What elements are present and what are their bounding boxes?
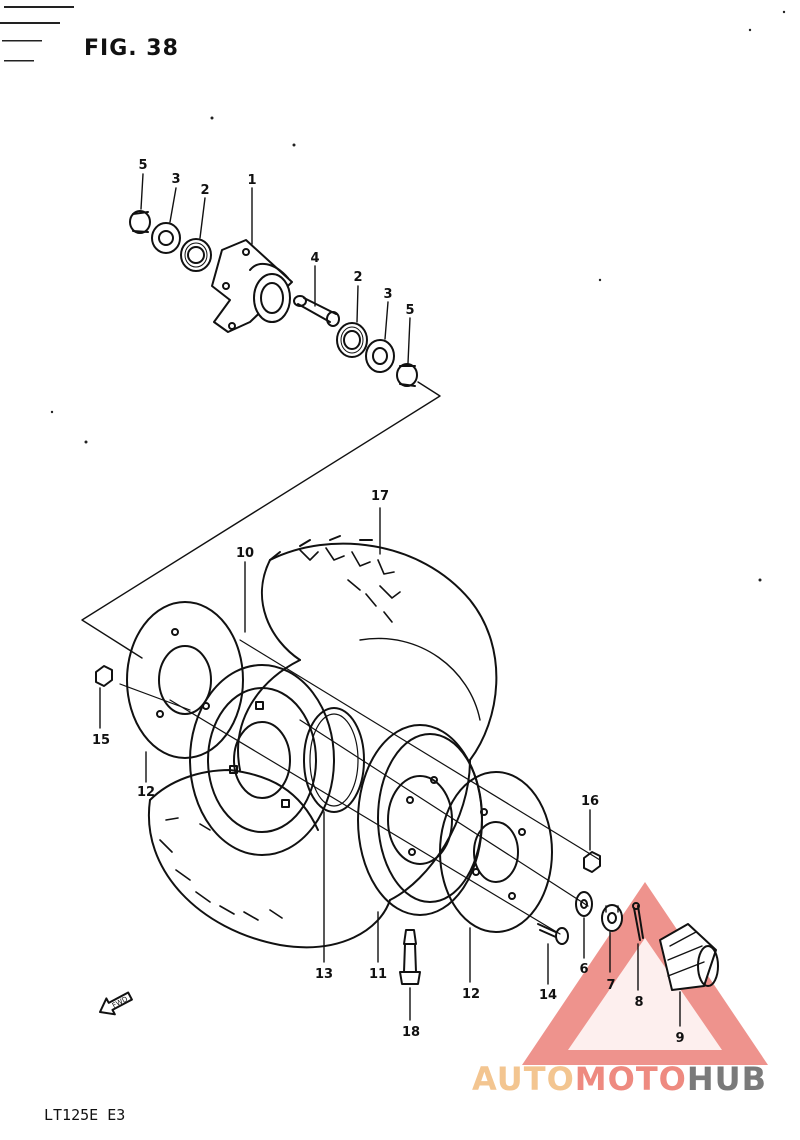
callout-18: 18 [402,1025,420,1040]
wheel-leader-lines [99,507,681,1027]
fwd-label: FWD [111,995,129,1010]
hub-leader-lines [140,173,411,364]
callout-11: 11 [369,967,387,982]
callout-5-left: 5 [138,158,147,173]
seal-right [365,339,395,373]
assembly-connector-line [81,381,441,659]
rim-right [357,724,483,916]
callout-5-right: 5 [405,303,414,318]
bearing-right [336,322,368,358]
scan-noise [0,6,786,582]
callout-2-left: 2 [200,183,209,198]
figure-title: FIG. 38 [84,36,179,61]
cotter-pin [632,902,644,941]
callout-13: 13 [315,967,333,982]
callout-12-left: 12 [137,785,155,800]
model-code: LT125E E3 [44,1106,126,1124]
cover-plate-left [126,601,244,759]
callout-6: 6 [579,962,588,977]
callout-12-right: 12 [462,987,480,1002]
callout-7: 7 [606,978,615,993]
spacer-left [129,210,151,234]
spacer-tube [293,295,340,327]
hub-assembly [129,173,418,387]
wheel-assembly [95,507,719,1027]
spacer-right [396,363,418,387]
callout-17: 17 [371,489,389,504]
washer [575,891,593,917]
callout-3-left: 3 [171,172,180,187]
callout-3-right: 3 [383,287,392,302]
callout-15: 15 [92,733,110,748]
bolt [537,923,569,945]
callout-8: 8 [634,995,643,1010]
watermark-auto: AUTO [472,1060,575,1098]
nut-left [95,665,113,687]
callout-2-right: 2 [353,270,362,285]
callout-4: 4 [310,251,319,266]
callout-10: 10 [236,546,254,561]
watermark-hub: HUB [686,1060,768,1098]
hub-cap [659,923,719,991]
cover-plate-right [439,771,553,933]
watermark-moto: MOTO [574,1060,687,1098]
bearing-left [180,238,212,272]
callout-9: 9 [675,1031,684,1046]
o-ring [303,707,365,813]
forward-direction-marker: FWD [99,991,133,1016]
watermark-logo [522,882,768,1065]
callout-labels: 5 3 2 1 4 2 3 5 17 10 15 12 16 13 11 12 … [92,158,685,1046]
callout-1: 1 [247,173,256,188]
rim-left [189,664,335,856]
callout-16: 16 [581,794,599,809]
hub [211,239,293,333]
valve-stem [399,929,421,985]
seal-left [151,222,181,254]
assembly-axis-lines [119,639,601,935]
castle-nut [601,904,623,932]
callout-14: 14 [539,988,557,1003]
watermark-text: AUTOMOTOHUB [472,1060,767,1098]
